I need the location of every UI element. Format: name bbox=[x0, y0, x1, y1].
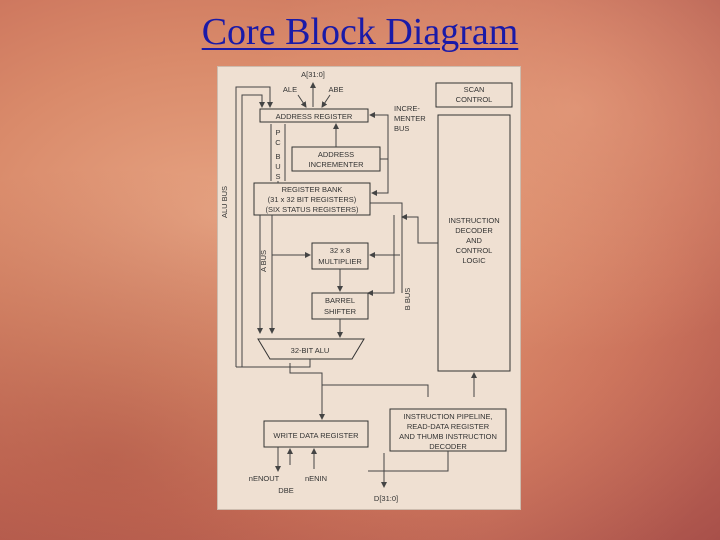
register-bank-box bbox=[253, 182, 371, 216]
barrel-shifter-line-1: BARREL bbox=[325, 296, 355, 305]
instruction-decoder-line-3: AND bbox=[466, 236, 482, 245]
alu-bus-label: ALU BUS bbox=[220, 186, 229, 218]
multiplier-line-2: MULTIPLIER bbox=[318, 257, 362, 266]
a-bus-label: A BUS bbox=[259, 250, 268, 272]
pc-bus-letter-2: C bbox=[275, 138, 281, 147]
address-incrementer-line-1: ADDRESS bbox=[318, 150, 354, 159]
write-data-register-label: WRITE DATA REGISTER bbox=[273, 431, 359, 440]
scan-control-line-2: CONTROL bbox=[456, 95, 493, 104]
register-bank-line-1: REGISTER BANK bbox=[282, 185, 343, 194]
wire-abe bbox=[321, 94, 331, 108]
instruction-pipeline-line-4: DECODER bbox=[429, 442, 467, 451]
address-register-box bbox=[259, 108, 369, 123]
signal-dbe: DBE bbox=[278, 486, 293, 495]
wire-decoder-to-b bbox=[401, 214, 438, 244]
incrementer-bus-line-3: BUS bbox=[394, 124, 409, 133]
b-bus-label: B BUS bbox=[403, 288, 412, 311]
signal-ale: ALE bbox=[283, 85, 297, 94]
wire-b-bus-left bbox=[367, 215, 395, 296]
pc-bus-letter-5: U bbox=[275, 162, 280, 171]
signal-data-bus: D[31:0] bbox=[374, 494, 398, 503]
instruction-decoder-line-2: DECODER bbox=[455, 226, 493, 235]
instruction-decoder-line-4: CONTROL bbox=[456, 246, 493, 255]
signal-address-bus: A[31:0] bbox=[301, 70, 325, 79]
wire-to-write-register bbox=[319, 384, 429, 420]
signal-nenin: nENIN bbox=[305, 474, 327, 483]
register-bank-line-3: (SIX STATUS REGISTERS) bbox=[265, 205, 359, 214]
block-diagram: A[31:0] ALE ABE ADDRESS REGISTER INCRE- … bbox=[217, 66, 521, 510]
instruction-pipeline-line-2: READ-DATA REGISTER bbox=[407, 422, 490, 431]
alu-label: 32-BIT ALU bbox=[291, 346, 330, 355]
barrel-shifter-line-2: SHIFTER bbox=[324, 307, 357, 316]
wire-bank-to-b bbox=[370, 202, 403, 215]
wire-bus-to-bank bbox=[371, 145, 389, 196]
multiplier-line-1: 32 x 8 bbox=[330, 246, 350, 255]
instruction-decoder-line-5: LOGIC bbox=[462, 256, 486, 265]
pc-bus-letter-4: B bbox=[275, 152, 280, 161]
wire-alu-bus bbox=[235, 86, 273, 367]
incrementer-bus-line-1: INCRE- bbox=[394, 104, 420, 113]
instruction-pipeline-line-3: AND THUMB INSTRUCTION bbox=[399, 432, 497, 441]
register-bank-line-2: (31 x 32 BIT REGISTERS) bbox=[268, 195, 357, 204]
block-diagram-svg: A[31:0] ALE ABE ADDRESS REGISTER INCRE- … bbox=[220, 70, 513, 503]
scan-control-line-1: SCAN bbox=[464, 85, 485, 94]
pc-bus-letter-1: P bbox=[275, 128, 280, 137]
wire-pipeline-to-data bbox=[384, 451, 449, 472]
incrementer-bus-line-2: MENTER bbox=[394, 114, 426, 123]
wire-incrementer-bus bbox=[369, 112, 389, 145]
instruction-decoder-line-1: INSTRUCTION bbox=[448, 216, 499, 225]
wire-alu-to-write bbox=[289, 363, 323, 385]
wire-alu-out bbox=[236, 359, 311, 368]
address-incrementer-line-2: INCREMENTER bbox=[308, 160, 364, 169]
write-data-register-box bbox=[263, 420, 369, 448]
signal-abe: ABE bbox=[328, 85, 343, 94]
address-register-label: ADDRESS REGISTER bbox=[276, 112, 353, 121]
scan-control-box bbox=[435, 82, 513, 108]
wire-ale bbox=[297, 94, 307, 108]
alu-box bbox=[257, 338, 365, 360]
wire-alu-bus-inner bbox=[241, 94, 265, 367]
instruction-pipeline-line-1: INSTRUCTION PIPELINE, bbox=[403, 412, 492, 421]
pc-bus-letter-6: S bbox=[275, 172, 280, 181]
slide-title: Core Block Diagram bbox=[201, 11, 519, 53]
signal-nenout: nENOUT bbox=[249, 474, 280, 483]
